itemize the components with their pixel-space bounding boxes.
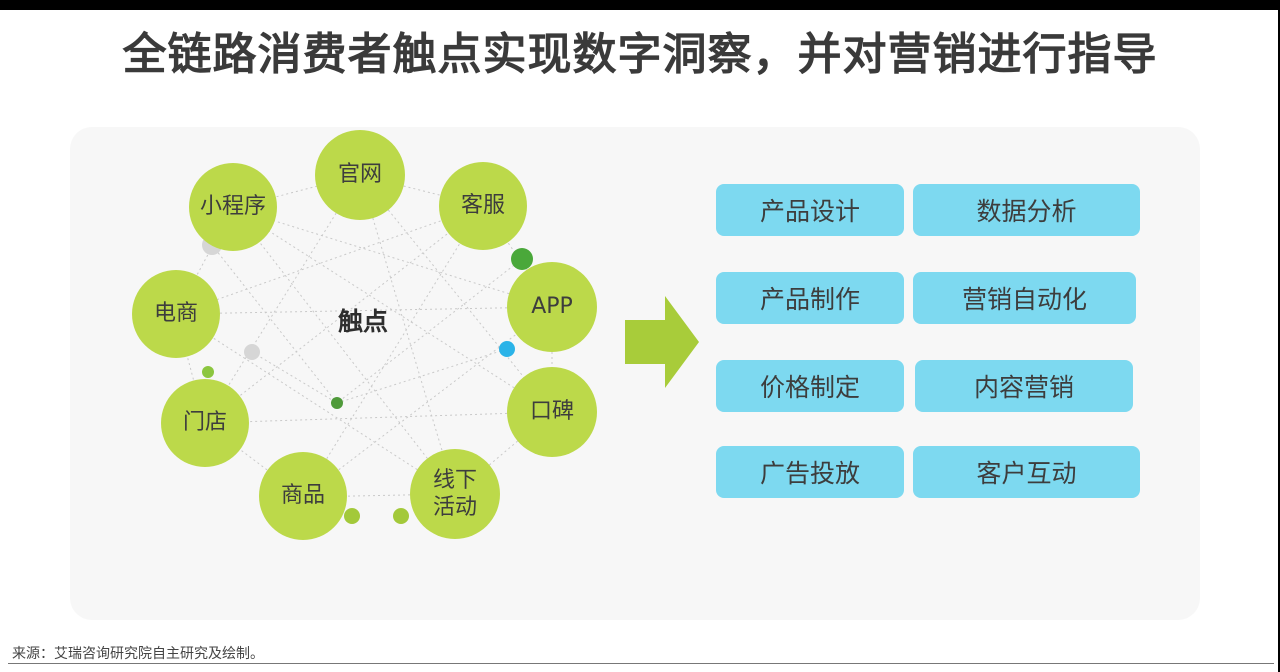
touchpoint-products: 商品 [259, 452, 347, 540]
touchpoint-word-of-mouth: 口碑 [507, 367, 597, 457]
touchpoint-offline-events: 线下 活动 [410, 449, 500, 539]
right-arrow-icon [625, 296, 699, 388]
touchpoint-app: APP [507, 262, 597, 352]
outcome-data-analysis: 数据分析 [913, 184, 1140, 236]
touchpoint-stores: 门店 [161, 379, 249, 467]
outcome-product-design: 产品设计 [716, 184, 904, 236]
top-border [0, 0, 1280, 10]
right-border [1278, 0, 1280, 672]
outcome-advertising: 广告投放 [716, 446, 904, 498]
touchpoint-website: 官网 [315, 130, 405, 220]
touchpoint-mini-program: 小程序 [189, 163, 277, 251]
page-title: 全链路消费者触点实现数字洞察，并对营销进行指导 [122, 29, 1158, 80]
touchpoint-customer-service: 客服 [439, 162, 527, 250]
footer-divider [8, 663, 1274, 664]
outcome-product-making: 产品制作 [716, 272, 904, 324]
outcome-customer-interaction: 客户互动 [913, 446, 1140, 498]
outcome-marketing-automation: 营销自动化 [913, 272, 1136, 324]
outcome-pricing: 价格制定 [716, 360, 904, 412]
touchpoint-ecommerce: 电商 [132, 270, 220, 358]
center-label: 触点 [337, 307, 388, 336]
outcome-content-marketing: 内容营销 [915, 360, 1133, 412]
source-note: 来源：艾瑞咨询研究院自主研究及绘制。 [12, 646, 264, 662]
